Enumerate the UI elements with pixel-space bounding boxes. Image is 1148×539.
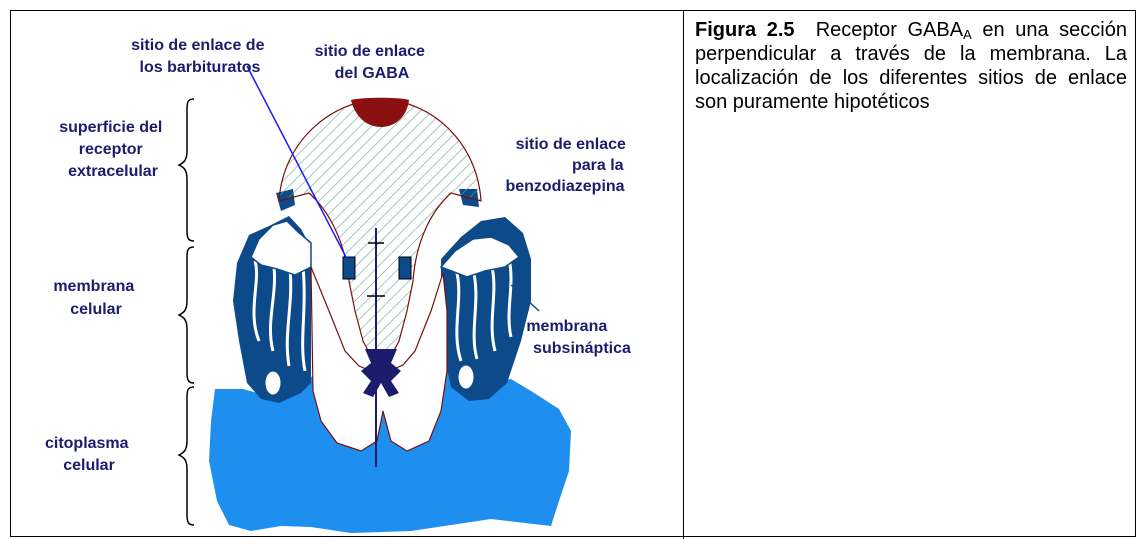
figure-caption: Figura 2.5 Receptor GABAA en una sección… [695,18,1127,114]
gaba-receptor-diagram: sitio de enlace de los barbituratos siti… [11,11,683,537]
left-braces [179,99,194,525]
extracellular-surface-label: superficie del receptor extracelular [59,119,167,180]
cytoplasm-label: citoplasma celular [45,435,133,474]
left-barbiturate-site [343,257,355,279]
benzodiazepine-site-label: sitio de enlace para la benzodiazepina [505,136,630,195]
gaba-site-label: sitio de enlace del GABA [315,43,430,82]
right-lipid-marker [458,365,474,389]
cell-membrane-label: membrana celular [53,278,138,318]
caption-text-start: Receptor GABA [816,19,963,41]
left-lipid-marker [265,371,281,395]
right-barbiturate-site [399,257,411,279]
subsynaptic-membrane-label: membrana subsináptica [526,318,631,357]
frame-divider [683,10,684,539]
barbiturate-site-label: sitio de enlace de los barbituratos [131,37,269,76]
diagram-canvas: sitio de enlace de los barbituratos siti… [11,11,683,537]
figure-number: Figura 2.5 [695,19,795,41]
caption-subscript: A [963,27,972,42]
